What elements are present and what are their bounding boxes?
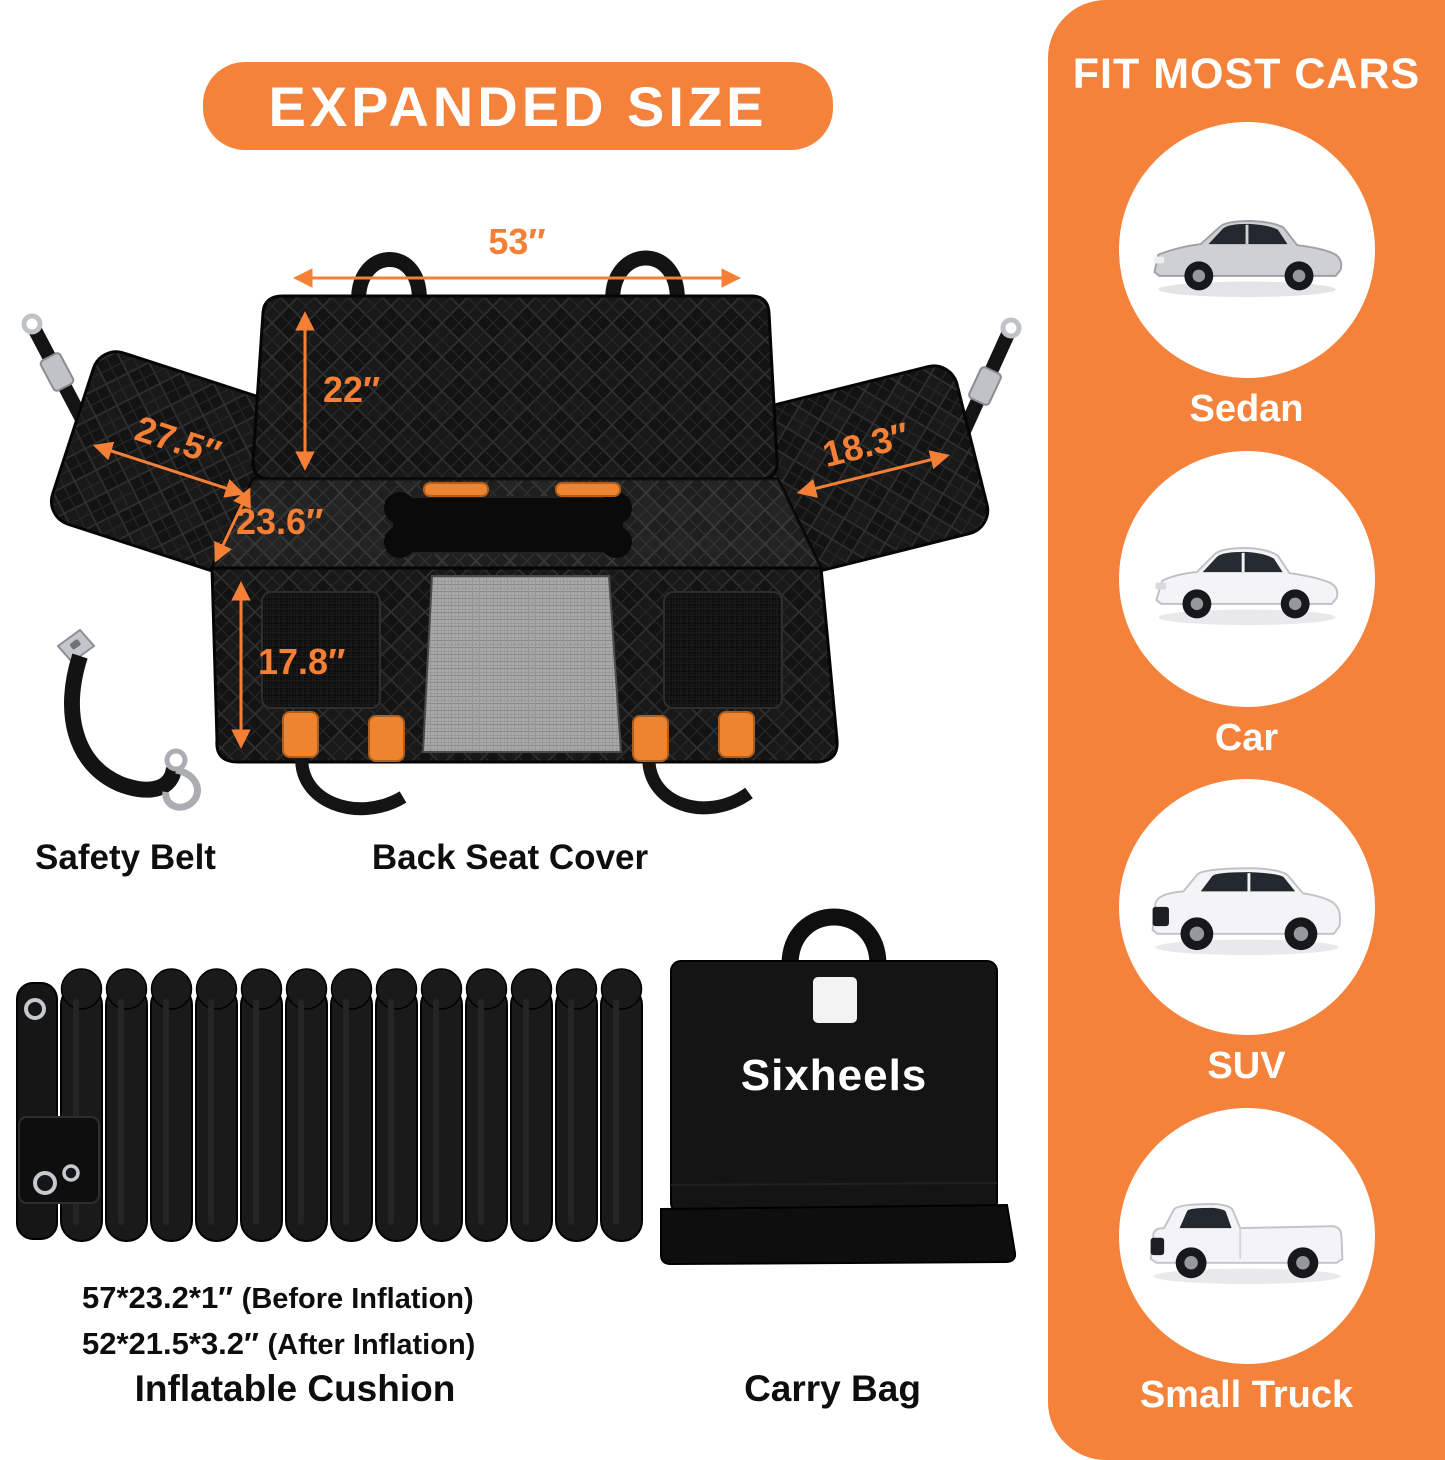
- cushion-size-after-note: (After Inflation): [267, 1329, 476, 1361]
- suv-label: SUV: [1207, 1045, 1286, 1088]
- bag-bottom-fold: [660, 1203, 1017, 1266]
- cushion-size-after-value: 52*21.5*3.2″: [82, 1326, 259, 1361]
- carry-bag-label: Carry Bag: [744, 1368, 921, 1409]
- buckle-icon: [282, 711, 319, 758]
- car-circle: [1118, 450, 1375, 707]
- buckle-icon: [368, 715, 405, 762]
- suv-image: [1151, 867, 1341, 956]
- fit-most-cars-panel: FIT MOST CARS Sedan: [1048, 0, 1445, 1460]
- side-panel-title: FIT MOST CARS: [1072, 50, 1421, 98]
- cushion-pump-patch: [18, 1116, 100, 1204]
- cushion-size-before-note: (Before Inflation): [241, 1283, 474, 1315]
- dimension-annotations: 53″ 22″ 23.6″ 17.8″: [214, 221, 741, 749]
- right-side-flap: 18.3″: [756, 364, 990, 574]
- deck-handle-left: [423, 482, 489, 497]
- bottom-buckles: [282, 711, 755, 816]
- mesh-window: [421, 575, 623, 753]
- bag-handle: [781, 908, 887, 966]
- cushion-tubes: [59, 963, 644, 1265]
- bag-clip: [813, 977, 857, 1023]
- sedan-label: Sedan: [1189, 388, 1304, 431]
- seat-cover-diagram: 27.5″ 18.3″: [21, 221, 1022, 816]
- left-flap-strap: [21, 313, 92, 429]
- dimension-front-height: 17.8″: [258, 641, 345, 682]
- bone-mat: [384, 492, 632, 558]
- seat-deck: [209, 477, 824, 570]
- expanded-size-banner: EXPANDED SIZE: [203, 62, 833, 150]
- dimension-top-width: 53″: [488, 221, 545, 262]
- small-truck-label: Small Truck: [1139, 1373, 1354, 1416]
- dimension-back-height: 22″: [323, 369, 380, 410]
- sedan-circle: [1118, 122, 1375, 379]
- buckle-icon: [718, 711, 755, 758]
- bag-brand-text: Sixheels: [741, 1051, 928, 1100]
- cushion-size-after: 52*21.5*3.2″ (After Inflation): [82, 1326, 475, 1362]
- suv-circle: [1118, 779, 1375, 1036]
- buckle-icon: [632, 715, 669, 762]
- air-valve-icon: [33, 1171, 57, 1195]
- back-seat-cover-label: Back Seat Cover: [371, 838, 649, 877]
- front-panel: [210, 566, 839, 764]
- carry-bag-image: Sixheels: [660, 908, 1017, 1266]
- vehicle-item-car: Car: [1118, 450, 1375, 760]
- small-truck-image: [1149, 1202, 1343, 1284]
- sedan-image: [1152, 219, 1342, 297]
- cushion-size-before: 57*23.2*1″ (Before Inflation): [82, 1280, 474, 1316]
- deck-handle-right: [555, 482, 621, 497]
- right-flap-strap: [953, 317, 1022, 443]
- vehicle-item-suv: SUV: [1118, 779, 1375, 1088]
- safety-belt-image: [56, 628, 201, 811]
- banner-title: EXPANDED SIZE: [268, 74, 768, 138]
- inflatable-cushion-label: Inflatable Cushion: [134, 1368, 456, 1409]
- cushion-size-before-value: 57*23.2*1″: [82, 1280, 234, 1315]
- safety-belt-label: Safety Belt: [35, 838, 216, 877]
- car-label: Car: [1214, 716, 1279, 759]
- vehicle-list: Sedan Car: [1048, 103, 1445, 1436]
- vehicle-item-sedan: Sedan: [1118, 122, 1375, 431]
- right-pocket: [663, 591, 783, 709]
- car-image: [1154, 546, 1338, 626]
- air-valve-icon: [62, 1164, 80, 1182]
- small-truck-circle: [1118, 1107, 1375, 1364]
- dimension-seat-depth: 23.6″: [236, 501, 323, 542]
- left-pocket: [261, 591, 381, 709]
- inflatable-cushion-image: [16, 963, 644, 1265]
- air-valve-icon: [24, 998, 46, 1020]
- vehicle-item-small-truck: Small Truck: [1118, 1107, 1375, 1417]
